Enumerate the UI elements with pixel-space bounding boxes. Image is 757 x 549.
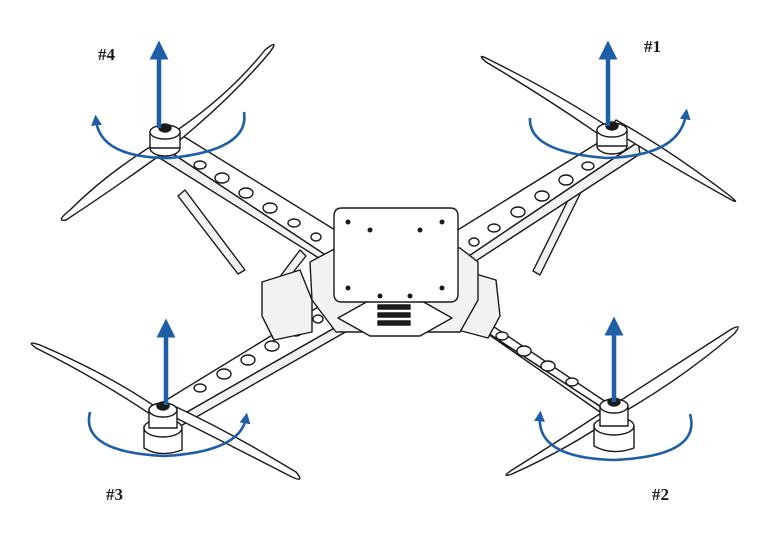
motor-label-2: #2	[652, 485, 669, 504]
motor-2	[505, 326, 739, 477]
motor-4	[60, 43, 275, 221]
rotation-arrows	[87, 108, 693, 462]
rotation-arrow-m1	[528, 108, 691, 160]
motor-1	[480, 55, 737, 203]
rotation-arrow-m3	[87, 411, 251, 458]
motor-label-4: #4	[98, 45, 115, 64]
rotation-arrow-m2	[534, 410, 693, 462]
thrust-arrows	[149, 40, 624, 405]
motor-3	[30, 342, 301, 480]
motor-label-1: #1	[644, 37, 661, 56]
arm-holes	[193, 160, 595, 393]
rotation-arrow-m4	[91, 111, 246, 160]
motor-label-3: #3	[106, 485, 123, 504]
center-body	[309, 207, 479, 337]
